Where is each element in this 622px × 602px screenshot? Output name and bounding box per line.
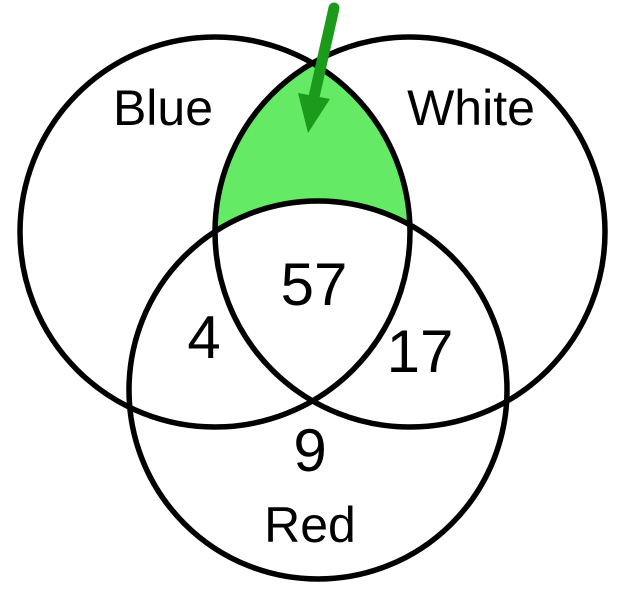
- value-red-only: 9: [293, 417, 326, 484]
- arrow-head: [298, 93, 330, 133]
- blue-set-label: Blue: [113, 80, 213, 136]
- white-set-label: White: [407, 80, 535, 136]
- highlight-arrow-icon: [298, 2, 340, 133]
- arrow-shaft: [308, 2, 340, 103]
- value-blue-red: 4: [187, 304, 220, 371]
- value-blue-white-red: 57: [281, 251, 348, 318]
- red-set-circle: [126, 198, 510, 582]
- red-set-label: Red: [264, 497, 356, 553]
- value-white-red: 17: [387, 318, 454, 385]
- blue-set-circle: [17, 34, 413, 430]
